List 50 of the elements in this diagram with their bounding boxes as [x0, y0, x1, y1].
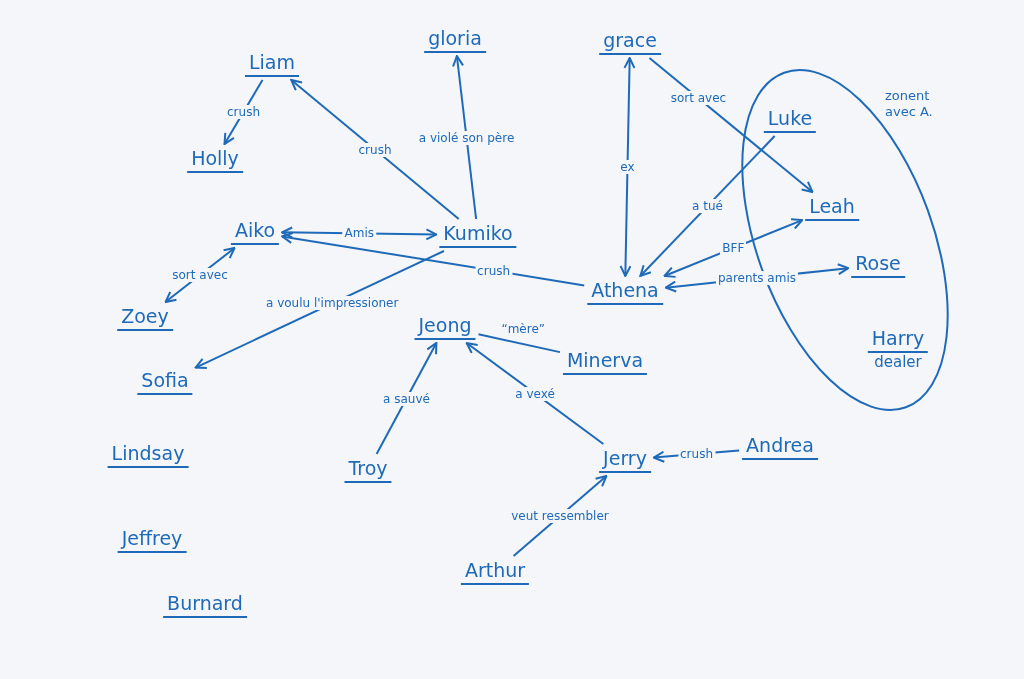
- person-name: Kumiko: [439, 222, 517, 248]
- person-name: Jeong: [414, 314, 476, 340]
- person-name: Leah: [805, 195, 859, 221]
- arrow: [639, 135, 776, 277]
- arrow: [375, 342, 438, 455]
- edge-label: a voulu l'impressioner: [264, 296, 401, 311]
- edge-label: crush: [678, 447, 715, 461]
- arrow: [452, 55, 478, 220]
- edge-label: crush: [225, 105, 262, 119]
- edge-label: a tué: [690, 199, 725, 213]
- person-name: Lindsay: [107, 442, 189, 468]
- arrow: [619, 57, 636, 277]
- person-name: Holly: [187, 147, 243, 173]
- edge-label: sort avec: [668, 91, 729, 106]
- arrow: [512, 475, 608, 557]
- person-name: Rose: [851, 252, 905, 278]
- connector-line: [477, 333, 561, 354]
- person-name: Jerry: [599, 447, 651, 473]
- edge-label: crush: [356, 142, 394, 157]
- person-name: Troy: [344, 457, 392, 483]
- person-name: Liam: [245, 51, 299, 77]
- edge-label: a vexé: [513, 386, 557, 401]
- edge-label: ex: [618, 160, 637, 174]
- edge-label: parents amis: [715, 270, 798, 285]
- arrow: [290, 79, 460, 220]
- edge-label: veut ressembler: [509, 509, 611, 523]
- arrow: [281, 232, 586, 287]
- edge-label: BFF: [720, 241, 747, 256]
- person-name: Luke: [763, 107, 817, 133]
- person-name: Arthur: [460, 559, 530, 585]
- person-name: Burnard: [163, 592, 247, 618]
- person-name: Sofia: [137, 369, 193, 395]
- note-text: dealer: [873, 353, 923, 373]
- arrow: [194, 250, 445, 369]
- person-name: Jeffrey: [117, 527, 187, 553]
- arrow: [465, 342, 605, 445]
- person-name: Harry: [867, 327, 929, 353]
- edge-label: sort avec: [170, 268, 230, 282]
- person-name: grace: [599, 29, 661, 55]
- group-heading: zonent avec A.: [885, 88, 934, 120]
- person-name: Andrea: [742, 434, 818, 460]
- person-name: Aiko: [230, 219, 280, 245]
- edge-label: a violé son père: [416, 130, 517, 145]
- arrow: [648, 57, 814, 193]
- person-name: Athena: [587, 279, 663, 305]
- person-name: Zoey: [117, 305, 173, 331]
- edge-label: a sauvé: [381, 391, 432, 406]
- edge-label: crush: [475, 263, 513, 278]
- person-name: gloria: [424, 27, 486, 53]
- person-name: Minerva: [562, 349, 648, 375]
